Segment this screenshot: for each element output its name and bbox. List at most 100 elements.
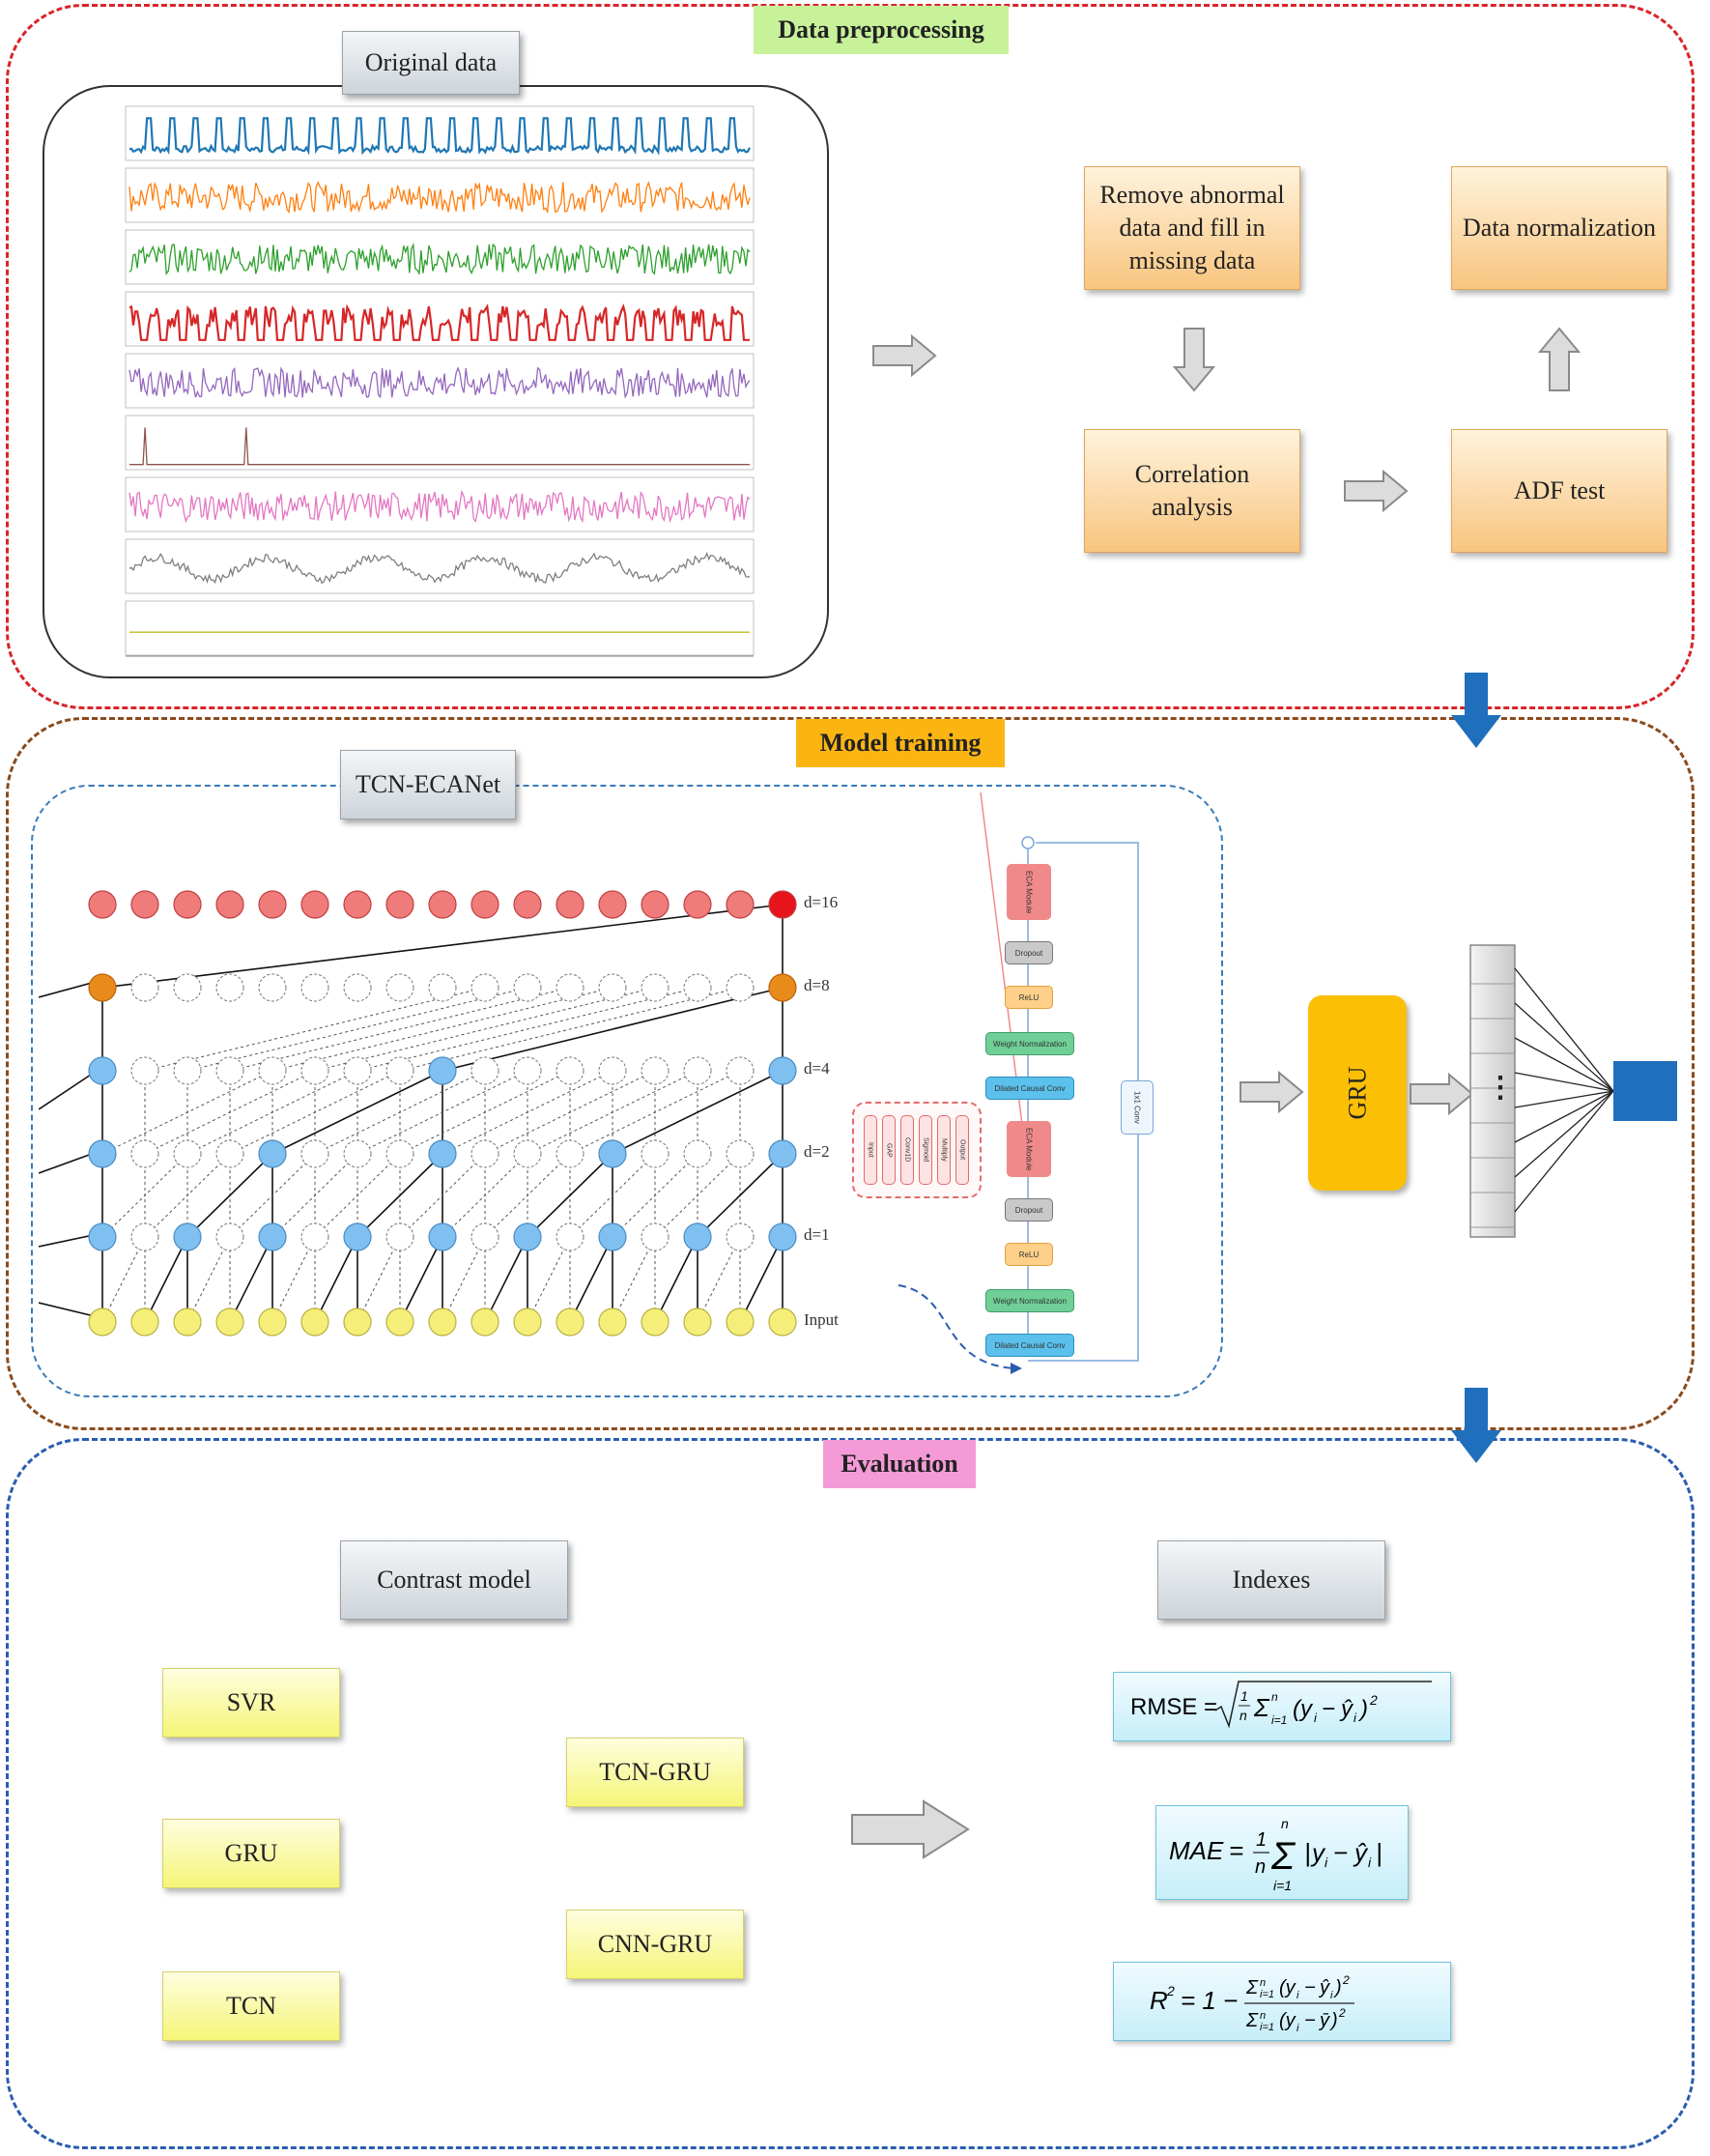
tcn-node-d8 bbox=[768, 973, 797, 1002]
tcn-connection bbox=[314, 1236, 358, 1323]
svg-text:i: i bbox=[1330, 1990, 1333, 2001]
svg-text:i: i bbox=[1354, 1710, 1357, 1725]
series-line bbox=[128, 366, 751, 399]
tcn-connection bbox=[144, 987, 486, 1072]
tcn-node-d8 bbox=[130, 973, 159, 1002]
tcn-node-d8 bbox=[556, 973, 584, 1002]
tcn-node-d8 bbox=[683, 973, 712, 1002]
svg-text:ŷ: ŷ bbox=[1339, 1696, 1354, 1722]
tcn-connection bbox=[484, 1236, 528, 1323]
tcn-node-d1 bbox=[598, 1222, 627, 1251]
tcn-node-d16 bbox=[88, 890, 117, 919]
tcn-connection bbox=[527, 1070, 698, 1155]
tcn-ecanet-panel bbox=[31, 785, 1223, 1397]
tcn-connection bbox=[442, 987, 784, 1072]
svg-text:n: n bbox=[1281, 1816, 1289, 1831]
tcn-node-d8 bbox=[428, 973, 457, 1002]
tcn-node-input bbox=[428, 1308, 457, 1337]
dense-connection bbox=[1514, 1002, 1614, 1092]
tcn-connection bbox=[314, 1070, 486, 1155]
tcn-node-d8 bbox=[726, 973, 755, 1002]
tcn-node-d2 bbox=[726, 1139, 755, 1168]
tcn-node-d16 bbox=[215, 890, 244, 919]
tcn-node-d4 bbox=[513, 1056, 542, 1085]
svg-text:−: − bbox=[1304, 1977, 1316, 1998]
tcn-connection bbox=[569, 1070, 741, 1155]
svg-text:|: | bbox=[1304, 1838, 1311, 1867]
dense-connection bbox=[1514, 1090, 1614, 1213]
dense-connection bbox=[1514, 967, 1614, 1092]
tcn-connection bbox=[484, 1153, 571, 1238]
tcn-connection bbox=[654, 1153, 741, 1238]
tcn-node-d2 bbox=[343, 1139, 372, 1168]
tcn-node-d2 bbox=[130, 1139, 159, 1168]
tcn-connection bbox=[186, 1236, 231, 1323]
svg-text:−: − bbox=[1322, 1696, 1335, 1722]
svg-text:(y: (y bbox=[1279, 1977, 1297, 1998]
arrow-right-to-adf bbox=[1344, 470, 1409, 512]
series-line bbox=[129, 427, 750, 466]
svg-text:n: n bbox=[1260, 2010, 1266, 2022]
tcn-connection bbox=[314, 987, 656, 1072]
svg-text:n: n bbox=[1260, 1977, 1266, 1989]
tcn-node-d4 bbox=[768, 1056, 797, 1085]
tcn-node-input bbox=[385, 1308, 414, 1337]
tcn-connection bbox=[101, 904, 784, 989]
dense-ellipsis: ⋮ bbox=[1486, 1072, 1515, 1104]
tcn-connection bbox=[612, 1153, 698, 1238]
flow-arrow-down-2 bbox=[1451, 1388, 1501, 1463]
tcn-node-input bbox=[173, 1308, 202, 1337]
model-tcn-gru: TCN-GRU bbox=[566, 1738, 744, 1807]
tcn-connection bbox=[144, 1070, 316, 1155]
svg-text:i: i bbox=[1368, 1854, 1372, 1870]
svg-text:R: R bbox=[1150, 1986, 1168, 2015]
tcn-connection bbox=[442, 1070, 613, 1155]
tcn-connection bbox=[569, 1236, 613, 1323]
dropout-top: Dropout bbox=[1005, 941, 1053, 964]
tcn-connection bbox=[186, 1070, 358, 1155]
series-line bbox=[128, 242, 751, 275]
r2-formula-graphic: R 2 = 1 − Σ n i=1 (y i − ŷ i ) 2 Σ n i=1… bbox=[1150, 1973, 1354, 2034]
tcn-connection bbox=[527, 1236, 571, 1323]
tcn-node-d4 bbox=[428, 1056, 457, 1085]
eca-inner-sigmoid: Sigmoid bbox=[919, 1115, 932, 1185]
tcn-connection bbox=[101, 1070, 273, 1155]
tcn-connection bbox=[399, 1236, 443, 1323]
tcn-node-d16 bbox=[300, 890, 329, 919]
tcn-node-d1 bbox=[88, 1222, 117, 1251]
svg-text:y: y bbox=[1310, 1838, 1326, 1867]
tcn-node-d4 bbox=[88, 1056, 117, 1085]
series-panel bbox=[125, 291, 755, 347]
svg-text:n: n bbox=[1271, 1690, 1278, 1704]
svg-text:=: = bbox=[1229, 1836, 1243, 1865]
tcn-node-d1 bbox=[641, 1222, 670, 1251]
label-input: Input bbox=[804, 1310, 839, 1329]
tcn-connection bbox=[399, 987, 741, 1072]
dilated-tcn-network bbox=[39, 890, 797, 1337]
dilated-conv-top: Dilated Causal Conv bbox=[985, 1077, 1074, 1100]
label-d16: d=16 bbox=[804, 893, 839, 911]
svg-text:ŷ: ŷ bbox=[1318, 1977, 1330, 1998]
tcn-connection bbox=[399, 1153, 486, 1238]
tcn-node-d1 bbox=[300, 1222, 329, 1251]
svg-text:RMSE =: RMSE = bbox=[1130, 1694, 1217, 1720]
tcn-node-d1 bbox=[513, 1222, 542, 1251]
tcn-connection bbox=[654, 1236, 698, 1323]
tcn-node-d2 bbox=[768, 1139, 797, 1168]
weight-norm-top: Weight Normalization bbox=[985, 1032, 1074, 1055]
series-panel bbox=[125, 538, 755, 594]
tcn-node-d2 bbox=[598, 1139, 627, 1168]
svg-text:(y: (y bbox=[1293, 1696, 1314, 1722]
eca-module-bottom: ECA Module bbox=[1007, 1121, 1051, 1177]
svg-text:Σ: Σ bbox=[1245, 2010, 1259, 2031]
tcn-connection bbox=[101, 1153, 188, 1238]
dilated-conv-bottom: Dilated Causal Conv bbox=[985, 1334, 1074, 1357]
tcn-node-input bbox=[641, 1308, 670, 1337]
label-d2: d=2 bbox=[804, 1142, 830, 1161]
tcn-connection bbox=[484, 1070, 656, 1155]
svg-text:): ) bbox=[1329, 2010, 1338, 2031]
tcn-node-d8 bbox=[641, 973, 670, 1002]
tcn-node-d16 bbox=[258, 890, 287, 919]
tcn-node-d4 bbox=[130, 1056, 159, 1085]
tcn-connection bbox=[399, 1070, 571, 1155]
